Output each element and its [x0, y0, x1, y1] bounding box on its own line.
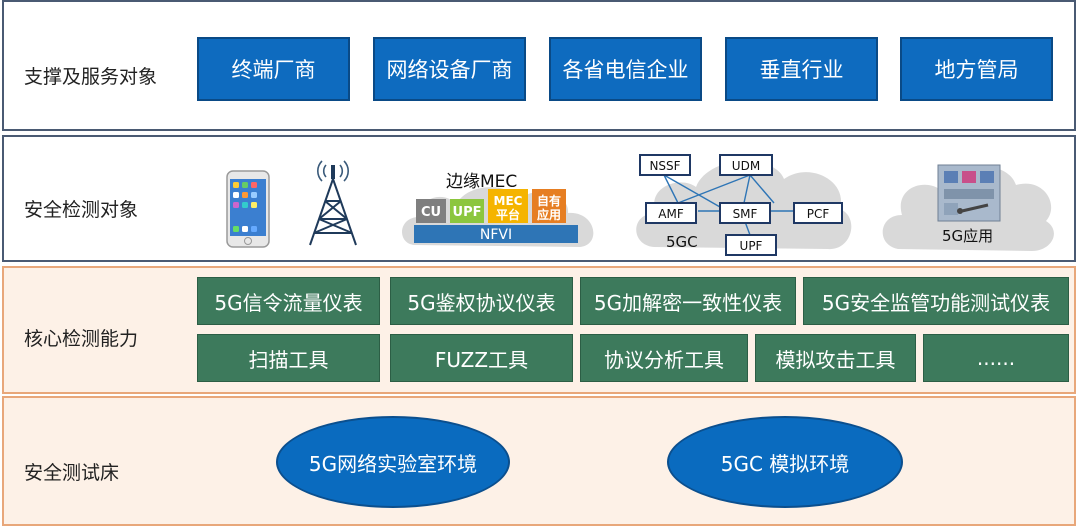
objects-layer-label: 安全检测对象 [24, 199, 139, 221]
nf-smf-box [719, 202, 771, 224]
5g-application-diagram: 5G应用 [882, 164, 1054, 251]
service-item-provincial-telecom: 各省电信企业 [549, 37, 702, 101]
testbed-layer: 安全测试床 5G网络实验室环境 5GC 模拟环境 [2, 396, 1076, 526]
service-item-local-authority: 地方管局 [900, 37, 1053, 101]
capability-protocol-analysis-tool: 协议分析工具 [580, 334, 748, 382]
mec-upf-box [450, 199, 484, 223]
nf-nssf-label: NSSF [649, 159, 680, 173]
capability-5g-signaling-traffic-instrument: 5G信令流量仪表 [197, 277, 380, 325]
mec-title: 边缘MEC [446, 172, 517, 192]
mec-self-app-label-line1: 自有 [537, 193, 561, 208]
testbed-layer-label: 安全测试床 [24, 462, 120, 484]
nf-amf-label: AMF [658, 207, 684, 221]
nf-amf-box [645, 202, 697, 224]
mec-cu-label: CU [421, 205, 441, 220]
capability-5g-security-supervision-test-instrument: 5G安全监管功能测试仪表 [803, 277, 1069, 325]
nf-udm-box [719, 154, 773, 176]
nf-pcf-box [793, 202, 843, 224]
mec-cu-box [416, 199, 446, 223]
nf-nssf-box [639, 154, 691, 176]
service-layer: 支撑及服务对象 终端厂商 网络设备厂商 各省电信企业 垂直行业 地方管局 [2, 0, 1076, 131]
capability-5g-encryption-conformance-instrument: 5G加解密一致性仪表 [580, 277, 796, 325]
mec-platform-label-line1: MEC [494, 194, 523, 208]
core-5gc-label: 5GC [666, 233, 698, 251]
factory-icon [937, 164, 1001, 222]
capability-layer-label: 核心检测能力 [24, 328, 139, 350]
service-item-network-equipment-vendor: 网络设备厂商 [373, 37, 526, 101]
nf-smf-label: SMF [733, 207, 758, 221]
cell-tower-icon [309, 160, 357, 246]
service-item-vertical-industry: 垂直行业 [725, 37, 878, 101]
capability-5g-auth-protocol-instrument: 5G鉴权协议仪表 [390, 277, 573, 325]
nf-upf-label: UPF [740, 239, 763, 253]
edge-mec-diagram: 边缘MEC CU UPF MEC 平台 自有 应用 NFVI [402, 172, 594, 247]
smartphone-icon [226, 170, 270, 248]
mec-self-app-label-line2: 应用 [537, 207, 561, 222]
nf-udm-label: UDM [732, 159, 760, 173]
capability-scanning-tool: 扫描工具 [197, 334, 380, 382]
mec-platform-label-line2: 平台 [496, 207, 520, 222]
capability-attack-simulation-tool: 模拟攻击工具 [755, 334, 916, 382]
nf-upf-box [725, 234, 777, 256]
mec-upf-label: UPF [453, 205, 482, 220]
capability-more-ellipsis: ...... [923, 334, 1069, 382]
service-item-terminal-vendor: 终端厂商 [197, 37, 350, 101]
mec-nfvi-box [414, 225, 578, 243]
app-5g-label: 5G应用 [942, 227, 993, 245]
objects-layer: 安全检测对象 [2, 135, 1076, 262]
service-layer-label: 支撑及服务对象 [24, 66, 158, 88]
mec-platform-box [488, 189, 528, 223]
capability-fuzz-tool: FUZZ工具 [390, 334, 573, 382]
mec-self-app-box [532, 189, 566, 223]
mec-nfvi-label: NFVI [480, 227, 512, 243]
testbed-5g-network-lab-environment: 5G网络实验室环境 [276, 416, 510, 508]
capability-layer: 核心检测能力 5G信令流量仪表 5G鉴权协议仪表 5G加解密一致性仪表 5G安全… [2, 266, 1076, 394]
core-network-5gc-diagram: NSSF UDM AMF SMF PCF UPF 5GC [636, 154, 852, 256]
testbed-5gc-simulation-environment: 5GC 模拟环境 [667, 416, 903, 508]
nf-pcf-label: PCF [807, 207, 830, 221]
